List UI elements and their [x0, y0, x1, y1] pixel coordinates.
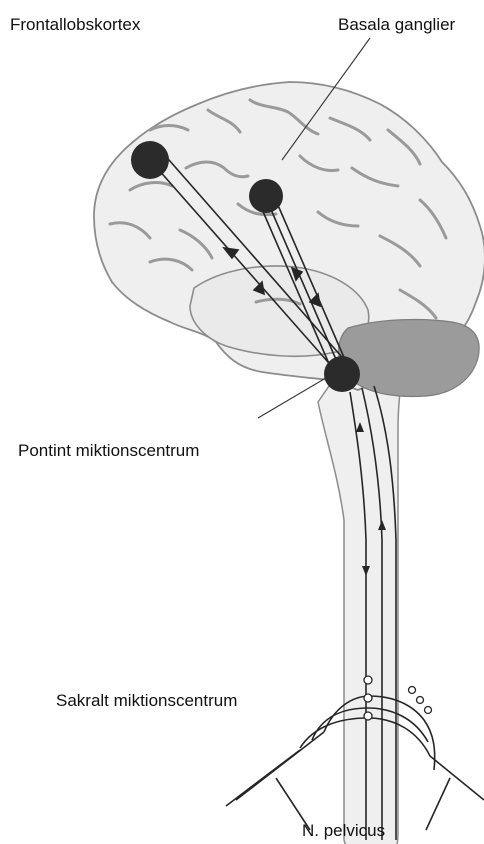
label-basal-ganglia: Basala ganglier: [338, 16, 455, 33]
cerebellum: [339, 320, 480, 397]
label-sacral-center: Sakralt miktionscentrum: [56, 692, 237, 709]
basal-center-dot: [249, 179, 283, 213]
label-pontine-center: Pontint miktionscentrum: [18, 442, 199, 459]
label-pelvic-nerve: N. pelvicus: [302, 822, 385, 839]
frontal-center-dot: [131, 141, 169, 179]
label-frontal-cortex: Frontallobskortex: [10, 16, 140, 33]
spinal-cord: [318, 360, 408, 844]
pontine-center-dot: [324, 356, 360, 392]
